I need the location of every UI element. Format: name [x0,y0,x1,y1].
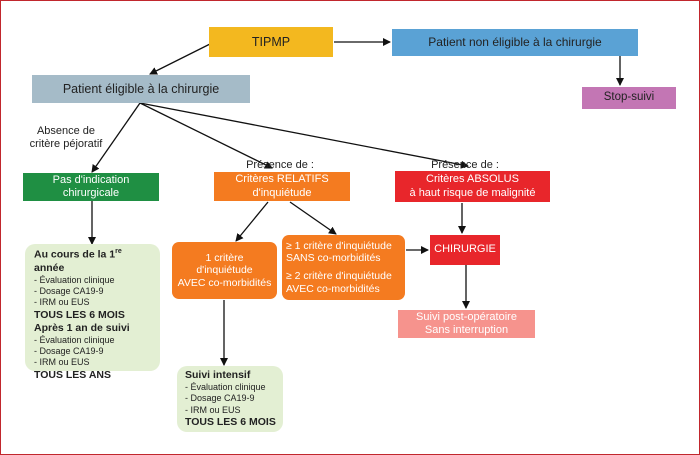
suivi-standard-item: - IRM ou EUS [34,357,90,368]
node-eligible: Patient éligible à la chirurgie [32,75,250,103]
node-absolus: Critères ABSOLUS à haut risque de malign… [395,171,550,202]
node-multi-criteres: ≥ 1 critère d'inquiétude SANS co-morbidi… [282,235,405,300]
arrow-eligible-to-pas-indication [91,102,141,173]
node-chirurgie: CHIRURGIE [430,235,500,265]
suivi-standard-freq-1: TOUS LES 6 MOIS [34,308,125,321]
suivi-intensif-box: Suivi intensif - Évaluation clinique - D… [177,366,283,432]
arrow-eligible-to-absolus [139,102,469,169]
suivi-intensif-item: - Évaluation clinique [185,382,266,393]
node-non-eligible: Patient non éligible à la chirurgie [392,29,638,56]
arrow-tipmp-to-eligible [149,41,215,75]
suivi-intensif-heading: Suivi intensif [185,369,251,381]
suivi-intensif-item: - IRM ou EUS [185,404,241,415]
suivi-standard-heading-2: Après 1 an de suivi [34,321,130,334]
suivi-intensif-item: - Dosage CA19-9 [185,393,255,404]
label-presence-relatifs: Présence de : [246,159,314,171]
suivi-standard-heading-1: Au cours de la 1re année [34,248,122,274]
node-stop-suivi: Stop-suivi [582,87,676,109]
suivi-standard-item: - IRM ou EUS [34,297,90,308]
suivi-standard-item: - Dosage CA19-9 [34,286,104,296]
arrow-relatifs-to-multi [289,201,337,235]
node-un-critere: 1 critère d'inquiétude AVEC co-morbidité… [172,242,277,299]
arrow-eligible-to-relatifs [139,102,273,169]
node-pas-indication: Pas d'indication chirurgicale [23,173,159,201]
suivi-standard-box: Au cours de la 1re année - Évaluation cl… [25,244,160,381]
suivi-standard-item: - Évaluation clinique [34,334,115,345]
suivi-intensif-freq: TOUS LES 6 MOIS [185,415,276,428]
arrow-relatifs-to-un-critere [235,201,269,242]
label-presence-absolus: Présence de : [431,159,499,171]
suivi-standard-item: - Évaluation clinique [34,274,115,285]
suivi-standard-item: - Dosage CA19-9 [34,346,104,356]
node-tipmp: TIPMP [209,27,333,57]
label-absence: Absence de critère péjoratif [29,125,103,151]
node-post-op: Suivi post-opératoire Sans interruption [398,310,535,338]
node-relatifs: Critères RELATIFS d'inquiétude [214,172,350,201]
suivi-standard-freq-2: TOUS LES ANS [34,368,112,381]
